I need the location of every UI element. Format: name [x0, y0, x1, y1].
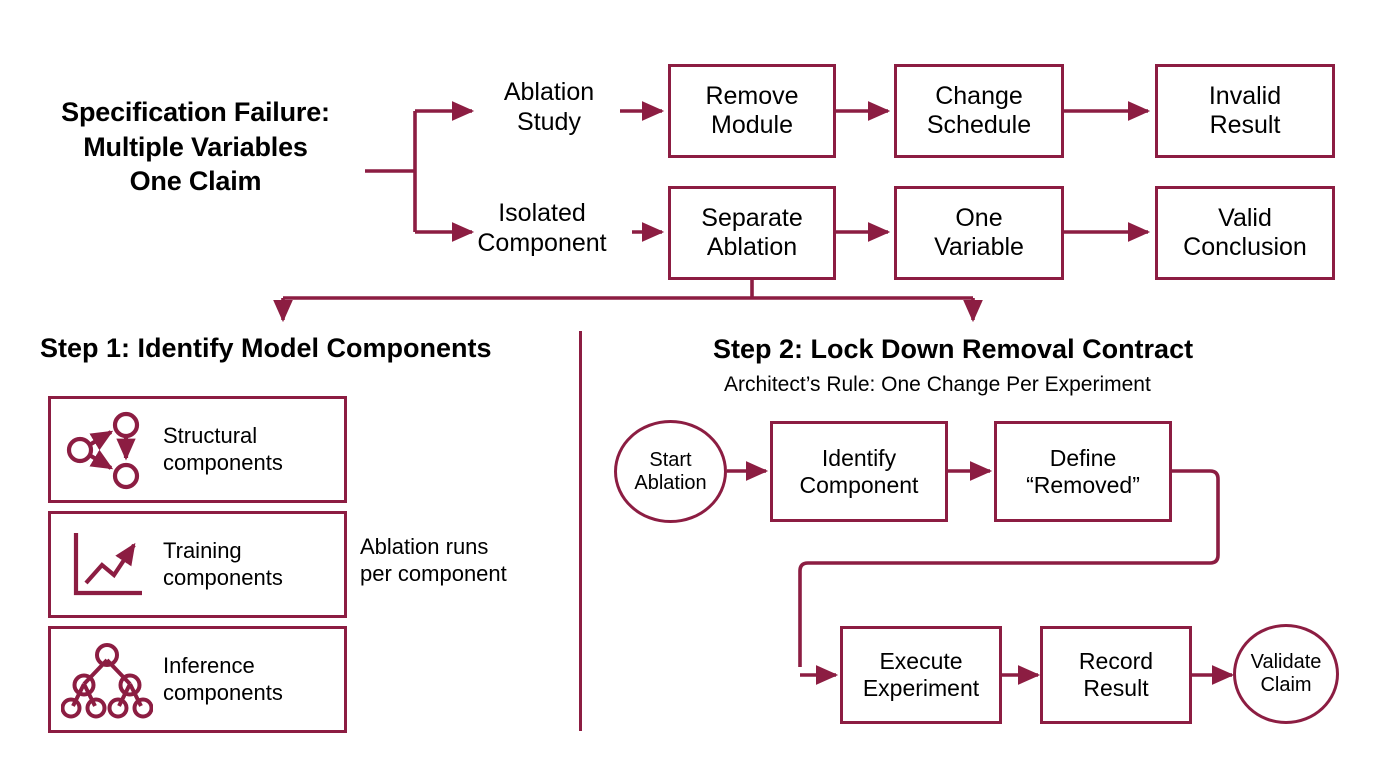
box-one-variable-line1: One: [955, 204, 1003, 232]
headline: Specification Failure: Multiple Variable…: [28, 95, 363, 199]
headline-line-1: Specification Failure:: [61, 97, 330, 127]
headline-line-3: One Claim: [129, 166, 262, 197]
branch-label-isolated-component-line1: Isolated: [498, 199, 586, 227]
card-training-components-text: Training components: [163, 538, 283, 591]
section-divider: [579, 331, 582, 731]
tree-icon: [51, 629, 163, 730]
card-training-components-line2: components: [163, 564, 283, 590]
card-structural-components-text: Structural components: [163, 423, 283, 476]
card-inference-components-line1: Inference: [163, 653, 255, 679]
box-one-variable[interactable]: One Variable: [894, 186, 1064, 280]
box-separate-ablation-line1: Separate: [701, 204, 803, 232]
node-start-ablation[interactable]: Start Ablation: [614, 420, 727, 523]
step2-subheading: Architect’s Rule: One Change Per Experim…: [724, 373, 1151, 396]
card-inference-components[interactable]: Inference components: [48, 626, 347, 733]
node-validate-claim-line1: Validate: [1250, 651, 1322, 674]
card-training-components[interactable]: Training components: [48, 511, 347, 618]
card-structural-components[interactable]: Structural components: [48, 396, 347, 503]
branch-label-ablation-study-line2: Study: [517, 107, 581, 136]
step1-heading: Step 1: Identify Model Components: [40, 333, 492, 363]
box-change-schedule-line2: Schedule: [926, 111, 1032, 139]
box-invalid-result[interactable]: Invalid Result: [1155, 64, 1335, 158]
box-change-schedule[interactable]: Change Schedule: [894, 64, 1064, 158]
node-identify-component[interactable]: Identify Component: [770, 421, 948, 522]
node-define-removed-line2: “Removed”: [1026, 471, 1140, 498]
box-one-variable-line2: Variable: [934, 233, 1024, 261]
ablation-runs-note: Ablation runs per component: [360, 533, 565, 588]
node-identify-component-line2: Component: [799, 471, 919, 498]
box-separate-ablation[interactable]: Separate Ablation: [668, 186, 836, 280]
node-execute-experiment-line1: Execute: [879, 648, 963, 675]
branch-label-ablation-study: Ablation Study: [478, 78, 620, 137]
box-change-schedule-line1: Change: [935, 82, 1023, 110]
box-remove-module[interactable]: Remove Module: [668, 64, 836, 158]
box-invalid-result-line1: Invalid: [1208, 82, 1282, 110]
card-structural-components-line2: components: [163, 449, 283, 475]
node-execute-experiment[interactable]: Execute Experiment: [840, 626, 1002, 724]
box-remove-module-line1: Remove: [705, 82, 799, 110]
card-inference-components-line2: components: [163, 679, 283, 705]
card-inference-components-text: Inference components: [163, 653, 283, 706]
line-chart-icon: [51, 514, 163, 615]
node-start-ablation-line1: Start: [649, 448, 692, 471]
box-remove-module-line2: Module: [711, 111, 793, 139]
node-record-result-line1: Record: [1078, 648, 1154, 675]
headline-line-2: Multiple Variables: [83, 131, 308, 162]
branch-label-isolated-component-line2: Component: [477, 228, 607, 257]
box-separate-ablation-line2: Ablation: [706, 233, 798, 261]
node-record-result[interactable]: Record Result: [1040, 626, 1192, 724]
box-valid-conclusion-line2: Conclusion: [1183, 233, 1307, 261]
node-start-ablation-line2: Ablation: [634, 471, 707, 494]
node-execute-experiment-line2: Experiment: [862, 675, 980, 701]
ablation-runs-note-line1: Ablation runs: [360, 534, 489, 559]
branch-label-isolated-component: Isolated Component: [452, 199, 632, 258]
node-graph-icon: [51, 399, 163, 500]
step2-heading: Step 2: Lock Down Removal Contract: [713, 334, 1194, 364]
ablation-runs-note-line2: per component: [360, 561, 507, 587]
card-training-components-line1: Training: [163, 538, 242, 564]
card-structural-components-line1: Structural: [163, 423, 258, 449]
node-validate-claim-line2: Claim: [1260, 674, 1312, 696]
box-valid-conclusion-line1: Valid: [1218, 204, 1272, 232]
node-identify-component-line1: Identify: [821, 444, 897, 471]
box-valid-conclusion[interactable]: Valid Conclusion: [1155, 186, 1335, 280]
node-validate-claim[interactable]: Validate Claim: [1233, 624, 1339, 724]
node-define-removed-line1: Define: [1049, 444, 1117, 471]
branch-label-ablation-study-line1: Ablation: [503, 78, 595, 106]
box-invalid-result-line2: Result: [1209, 111, 1281, 139]
node-record-result-line2: Result: [1083, 675, 1149, 701]
node-define-removed[interactable]: Define “Removed”: [994, 421, 1172, 522]
